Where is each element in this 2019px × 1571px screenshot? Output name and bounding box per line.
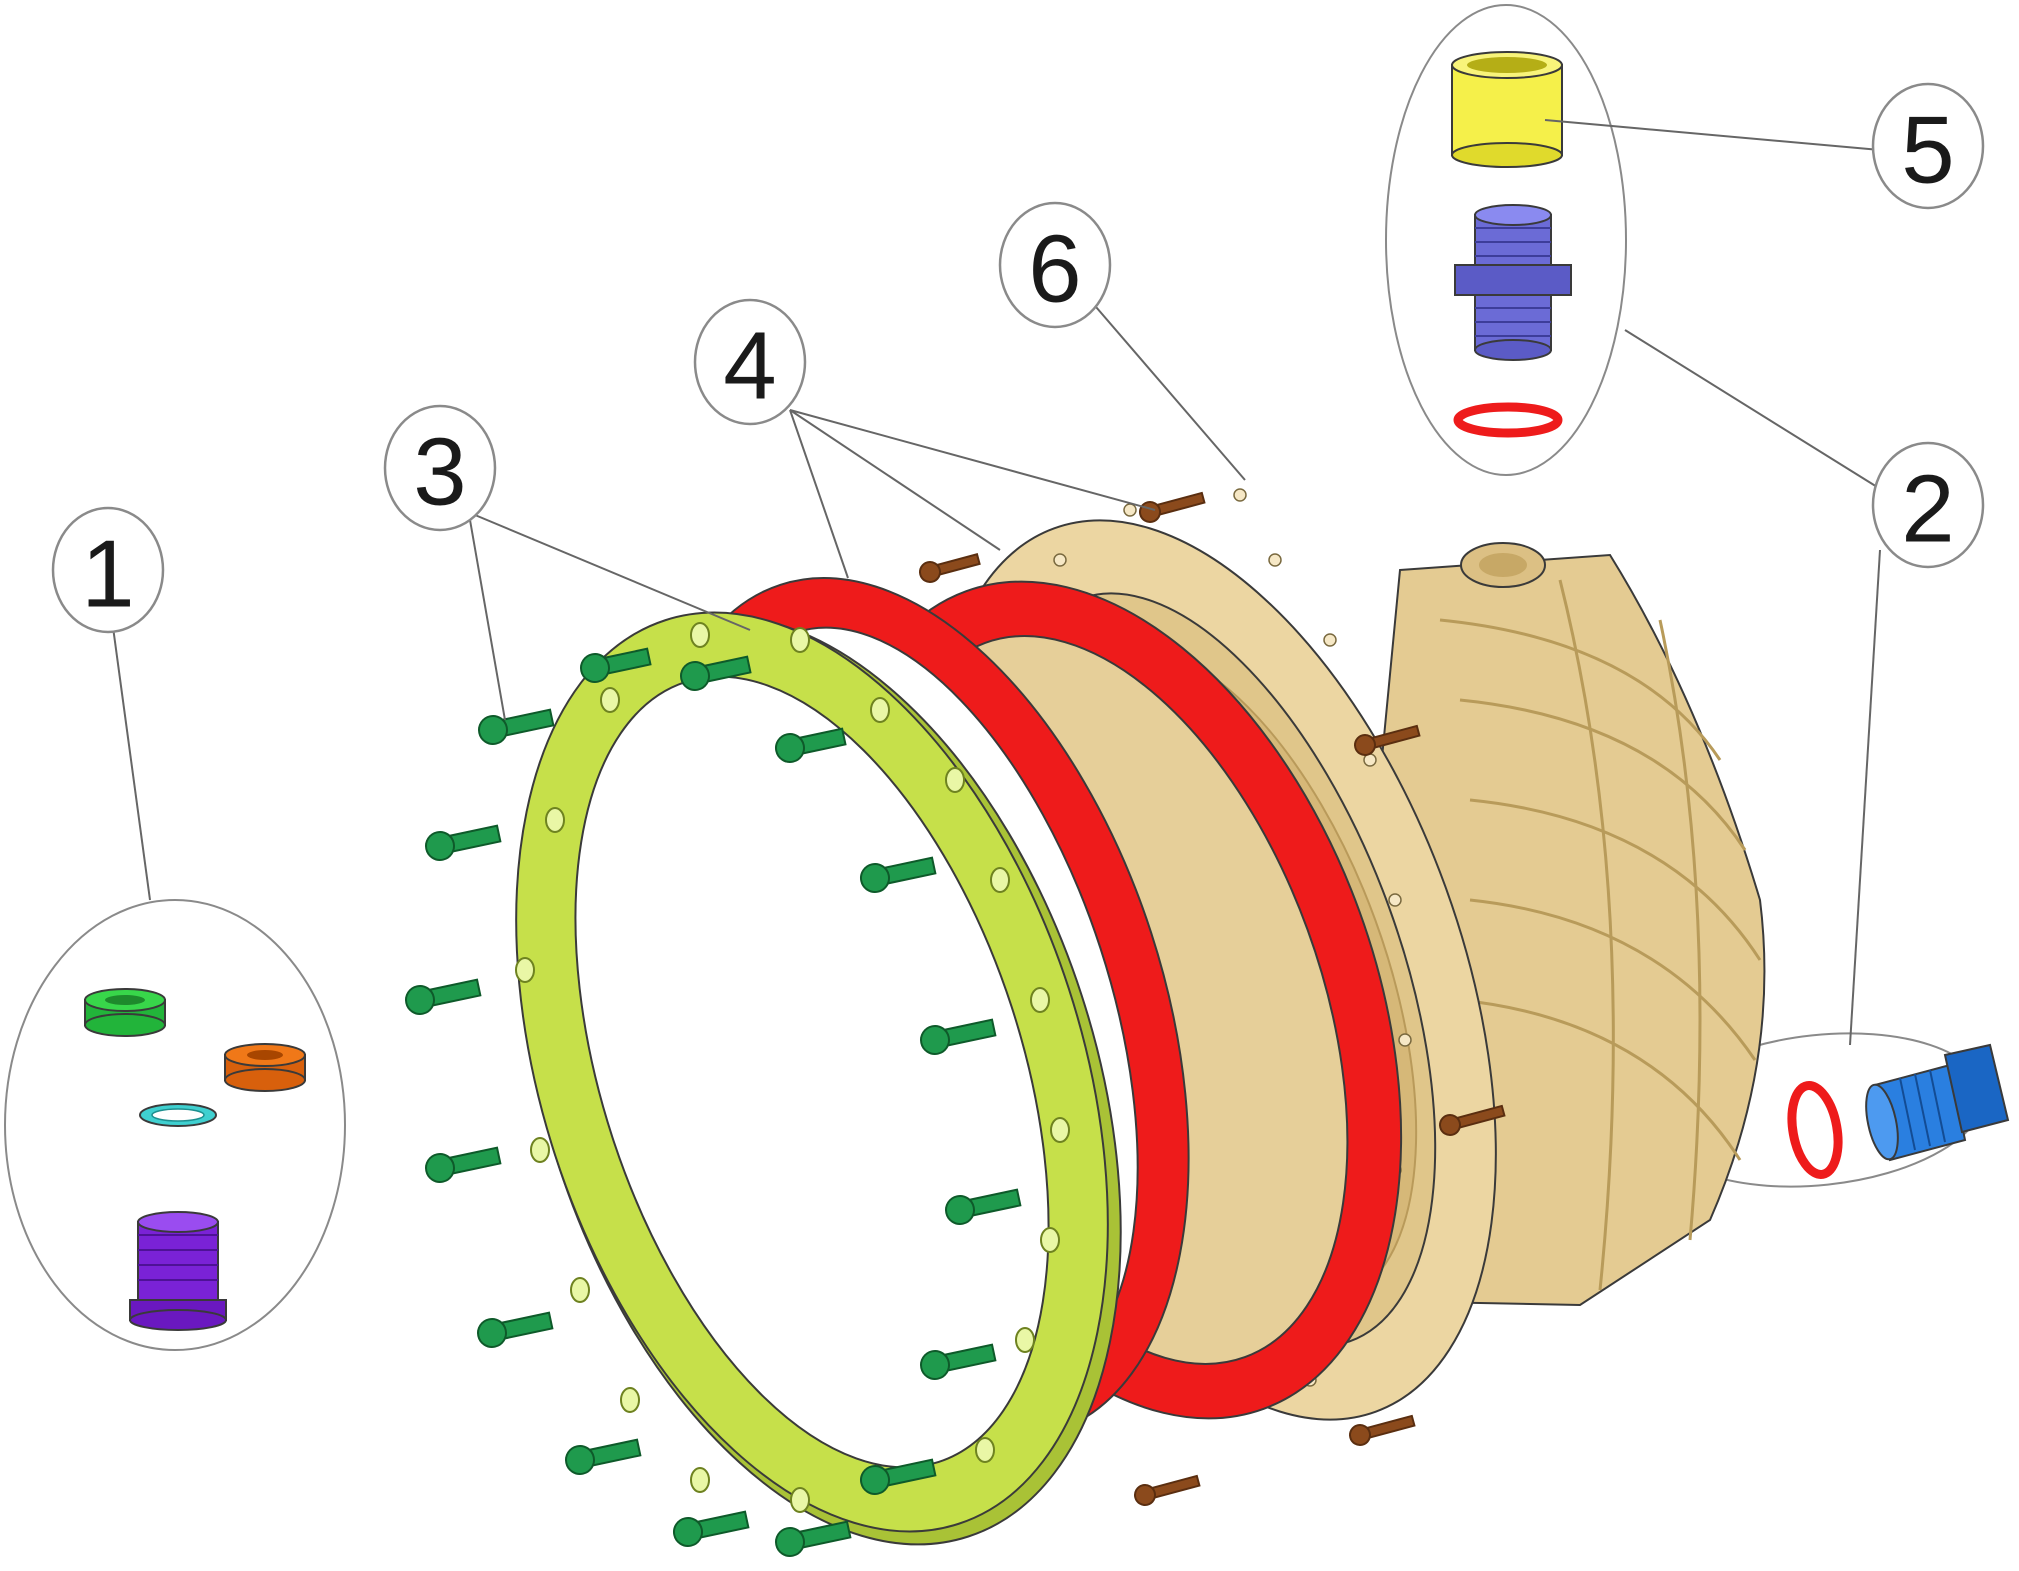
green-screw [775,1520,852,1557]
green-screws [405,647,1022,1557]
green-screw [405,978,482,1015]
yellow-nut [1451,51,1563,168]
green-screw [673,1510,750,1547]
brown-screw [1349,1414,1416,1446]
green-screw [580,647,652,683]
callout-1-label: 1 [81,521,134,628]
violet-fitting [1454,204,1572,361]
leader-5 [1544,119,1881,151]
green-screw [860,1458,937,1495]
green-screw [425,1146,502,1183]
green-screw [478,708,555,745]
green-screw [565,1438,642,1475]
group-1-parts [84,988,306,1331]
green-screw [920,1343,997,1380]
brown-screw [1134,1474,1201,1506]
brown-screw [1354,724,1421,756]
leader-lines [109,119,1891,1046]
leader-4a [789,409,849,579]
callout-6-label: 6 [1028,216,1081,323]
brown-screw [919,553,981,583]
group-2-parts [1787,1043,2010,1179]
green-screw [860,856,937,893]
red-o-ring-side [1787,1081,1843,1179]
callout-2-label: 2 [1901,456,1954,563]
brown-screw [1439,1104,1506,1136]
group-5-parts [1451,51,1572,438]
green-screw [477,1311,554,1348]
red-o-ring-top [1453,402,1563,438]
group-1-ellipse [4,899,346,1351]
green-ring [84,988,166,1037]
green-screw [775,727,847,763]
flange-ring [515,611,1122,1546]
green-screw [945,1188,1022,1225]
green-screw [425,824,502,861]
leader-6 [1089,299,1246,481]
callout-3: 3 [383,404,497,532]
leader-1 [109,604,151,901]
callout-3-label: 3 [413,419,466,526]
callout-4: 4 [693,298,807,426]
green-screw [920,1018,997,1055]
cyan-washer [139,1103,217,1127]
purple-fitting [129,1211,227,1331]
orange-ring [224,1043,306,1092]
leader-2a [1849,549,1881,1046]
callout-2: 2 [1871,441,1985,569]
leader-4b [789,409,1001,551]
callout-5: 5 [1871,82,1985,210]
leader-2b [1624,329,1891,496]
callout-4-label: 4 [723,313,776,420]
leader-3a [469,519,506,721]
leader-3b [474,514,751,631]
callout-6: 6 [998,201,1112,329]
green-screw [680,655,752,691]
brown-screw [1139,491,1206,523]
leader-4c [789,409,1156,511]
group-5-ellipse [1385,4,1627,476]
callout-5-label: 5 [1901,97,1954,204]
blue-fitting [1865,1043,2010,1162]
callout-1: 1 [51,506,165,634]
